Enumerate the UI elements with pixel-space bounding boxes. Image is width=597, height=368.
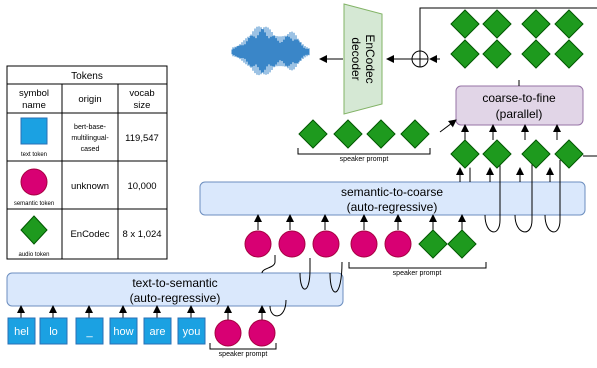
text-token-label: text token [21,152,47,158]
audio-token [482,139,512,169]
vocab-text: 119,547 [125,133,159,144]
origin-bert-1: bert-base- [74,124,107,131]
origin-bert-2: multilingual- [71,135,109,142]
text-token-row: hel lo _ how are you [7,317,206,345]
audio-token [554,9,584,39]
audio-token [450,9,480,39]
audio-token-layer [298,9,584,259]
encodec-decoder-line1: EnCodec [363,34,377,83]
header-symbol-name-2: name [22,100,46,111]
header-vocab-size-2: size [134,100,151,111]
semantic-token [248,319,276,347]
audio-token [521,9,551,39]
tokens-table: Tokens symbol name origin vocab size tex… [6,65,168,260]
semantic-token-label: semantic token [14,201,54,207]
semantic-to-coarse-title: semantic-to-coarse [341,185,443,199]
semantic-token [214,319,242,347]
text-to-semantic-title: text-to-semantic [132,276,217,290]
text-token-label: you [183,326,201,338]
coarse-to-fine-block: coarse-to-fine (parallel) [455,85,584,126]
origin-bert-3: cased [81,146,100,153]
vocab-semantic: 10,000 [127,181,156,192]
semantic-token [278,230,306,258]
connectors [17,7,597,350]
tokens-table-title: Tokens [71,71,103,82]
audio-token [400,119,430,149]
text-token-label: how [113,326,133,338]
text-token: lo [39,317,68,345]
coarse-to-fine-subtitle: (parallel) [496,107,543,121]
origin-unknown: unknown [71,181,109,192]
origin-encodec: EnCodec [70,229,109,240]
text-token: how [109,317,138,345]
header-symbol-name-1: symbol [19,88,49,99]
encodec-decoder-line2: decoder [349,37,363,80]
coarse-to-fine-title: coarse-to-fine [482,91,556,105]
audio-token [554,139,584,169]
semantic-token [312,230,340,258]
audio-token [366,119,396,149]
text-token: you [177,317,206,345]
audio-token [521,39,551,69]
text-to-semantic-subtitle: (auto-regressive) [130,291,221,305]
audio-token [450,139,480,169]
semantic-token-layer [214,230,412,347]
text-token: _ [75,317,104,345]
text-token: are [143,317,172,345]
speaker-prompt-label-semantic: speaker prompt [219,351,268,358]
semantic-token [384,230,412,258]
audio-token-symbol [20,215,48,245]
audio-token [482,9,512,39]
semantic-token [350,230,378,258]
audio-waveform-icon [231,26,310,76]
text-token-label: _ [85,326,93,338]
semantic-to-coarse-subtitle: (auto-regressive) [347,200,438,214]
audio-token [554,39,584,69]
audio-token [298,119,328,149]
text-token-label: hel [14,326,29,338]
audio-token [521,139,551,169]
text-token: hel [7,317,36,345]
text-token-label: lo [49,326,58,338]
text-token-label: are [150,326,166,338]
audio-token [447,229,477,259]
audio-token [482,39,512,69]
audio-token [418,229,448,259]
semantic-token [244,230,272,258]
semantic-to-coarse-block: semantic-to-coarse (auto-regressive) [199,181,586,216]
sum-node [411,50,429,68]
header-vocab-size-1: vocab [129,88,154,99]
vocab-audio: 8 x 1,024 [122,229,161,240]
text-to-semantic-block: text-to-semantic (auto-regressive) [6,272,344,307]
encodec-decoder: EnCodec decoder [343,3,383,115]
text-token-symbol [20,117,48,145]
header-origin: origin [78,94,101,105]
semantic-token-symbol [20,168,48,196]
speaker-prompt-label-coarse: speaker prompt [393,270,442,277]
audio-token [333,119,363,149]
audio-token-label: audio token [18,252,49,258]
audio-token [450,39,480,69]
speaker-prompt-label-fine: speaker prompt [340,156,389,163]
